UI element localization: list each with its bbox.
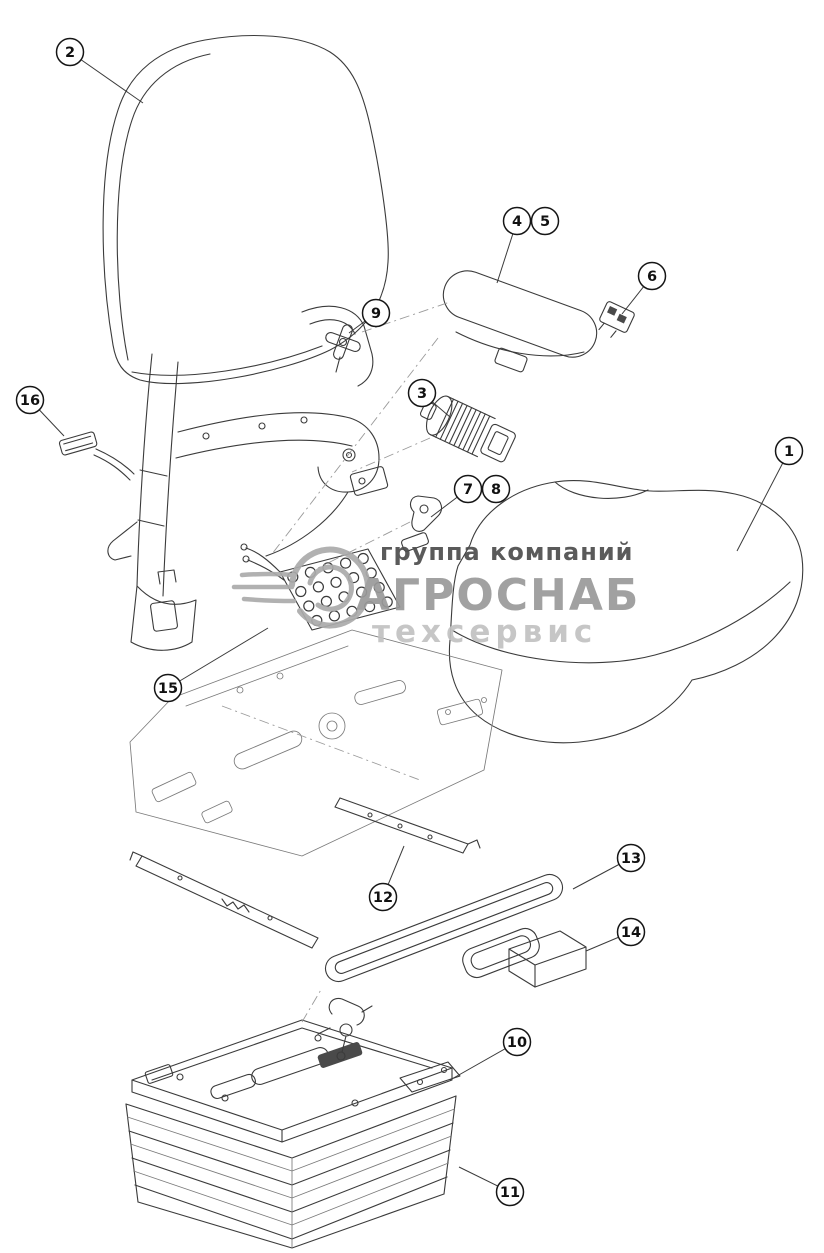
callout-7: 7	[453, 474, 483, 504]
switch-part	[598, 301, 635, 338]
callout-label-7: 7	[463, 482, 473, 498]
callout-label-5: 5	[540, 214, 550, 230]
spacer-block	[508, 930, 587, 988]
callout-label-11: 11	[500, 1185, 520, 1201]
seat-pan	[129, 629, 503, 857]
callout-label-1: 1	[784, 444, 794, 460]
callout-label-6: 6	[647, 269, 657, 285]
callout-11: 11	[495, 1177, 525, 1207]
callout-label-2: 2	[65, 45, 75, 61]
callout-9: 9	[361, 298, 391, 328]
callout-leader-1	[736, 450, 790, 552]
watermark-line2: АГРОСНАБ	[356, 570, 640, 621]
construction-lines	[221, 301, 451, 1023]
slide-rails	[129, 797, 481, 949]
armrest	[442, 270, 598, 373]
watermark-line1: группа компаний	[380, 538, 633, 566]
callout-10: 10	[502, 1027, 532, 1057]
callout-6: 6	[637, 261, 667, 291]
callout-label-4: 4	[512, 214, 522, 230]
callout-label-8: 8	[491, 482, 501, 498]
callout-15: 15	[153, 673, 183, 703]
callout-leader-15	[167, 627, 269, 689]
callout-label-12: 12	[373, 890, 393, 906]
watermark-line3: техсервис	[372, 614, 597, 650]
watermark-logo-icon	[231, 546, 371, 629]
callout-label-16: 16	[20, 393, 40, 409]
callout-label-13: 13	[621, 851, 641, 867]
callout-label-9: 9	[371, 306, 381, 322]
backrest-frame	[107, 305, 443, 651]
callout-2: 2	[55, 37, 85, 67]
callout-label-10: 10	[507, 1035, 527, 1051]
callout-14: 14	[616, 917, 646, 947]
callout-16: 16	[15, 385, 45, 415]
callout-label-14: 14	[621, 925, 641, 941]
suspension-top-plate	[131, 997, 461, 1143]
suspension-bellows	[125, 1095, 457, 1249]
callouts-layer: 2 4 5 6 9 3 16 7 8 1 15 12 13 14 10 11	[15, 37, 804, 1207]
callout-label-3: 3	[417, 386, 427, 402]
connector-plug	[58, 431, 135, 481]
callout-5: 5	[530, 206, 560, 236]
callout-1: 1	[774, 436, 804, 466]
watermark: группа компаний АГРОСНАБ техсервис	[231, 538, 640, 650]
backrest-cushion	[102, 35, 389, 385]
frame-loop	[324, 873, 564, 983]
callout-label-15: 15	[158, 681, 178, 697]
callout-3: 3	[407, 378, 437, 408]
seat-cushion	[448, 479, 804, 744]
callout-leader-2	[69, 51, 144, 104]
callout-8: 8	[481, 474, 511, 504]
callout-4: 4	[502, 206, 532, 236]
callout-13: 13	[616, 843, 646, 873]
cross-clip	[325, 324, 361, 373]
callout-12: 12	[368, 882, 398, 912]
